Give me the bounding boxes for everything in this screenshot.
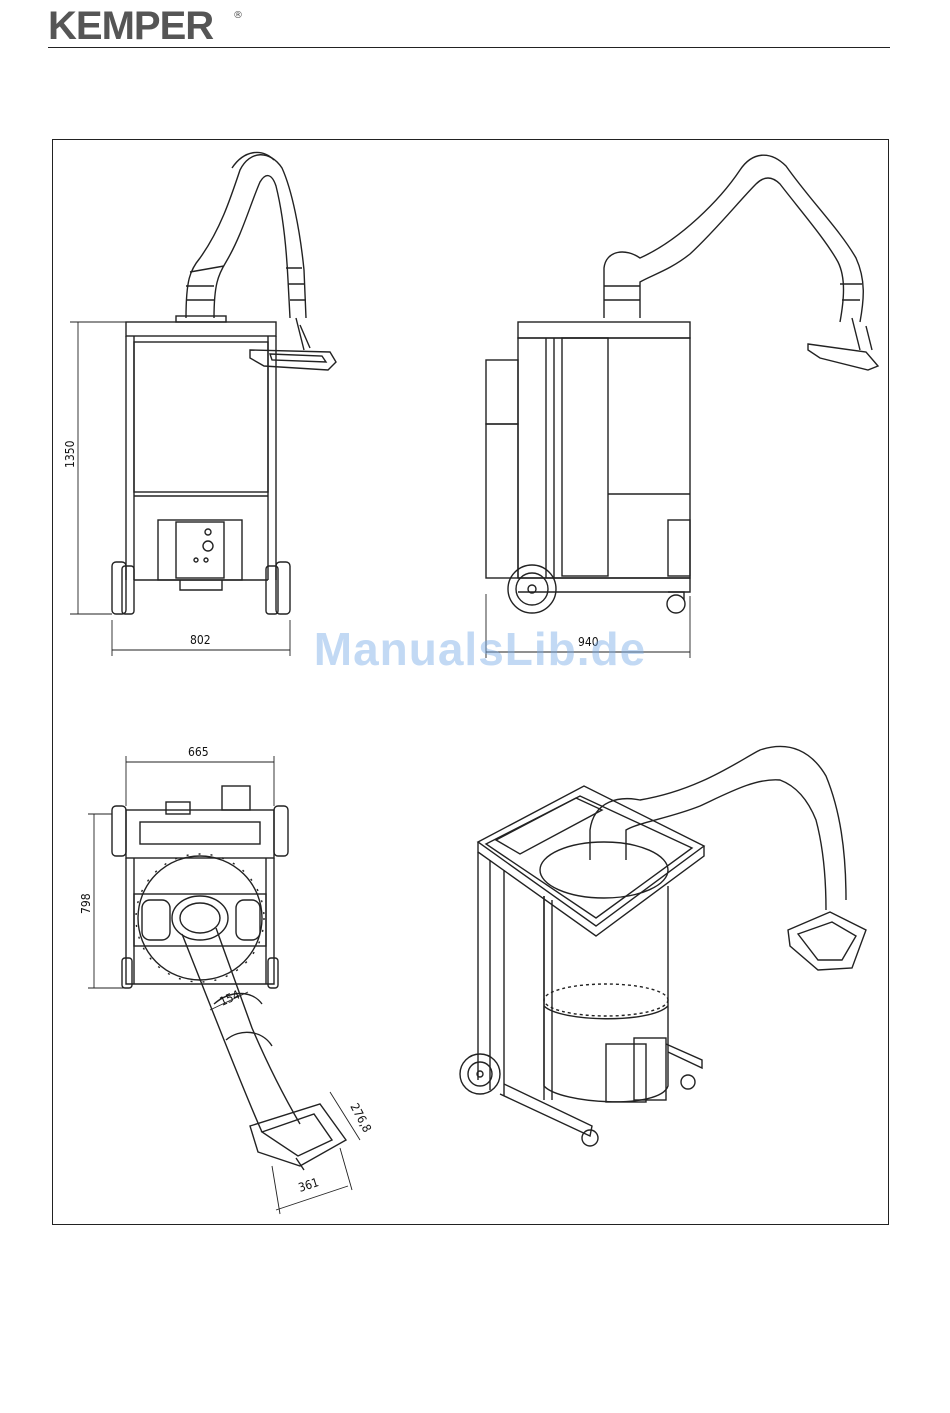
dim-hood-361: 361: [297, 1175, 321, 1195]
watermark: ManualsLib.de: [290, 622, 670, 676]
dim-width-802: 802: [190, 633, 211, 647]
dim-depth-798: 798: [79, 893, 93, 914]
top-view: [88, 756, 360, 1214]
dim-hood-276-8: 276,8: [347, 1101, 374, 1135]
side-view: [486, 155, 878, 658]
dim-height-1350: 1350: [63, 440, 77, 468]
front-view: [70, 152, 336, 656]
dim-width-665: 665: [188, 745, 209, 759]
isometric-view: [460, 746, 866, 1146]
